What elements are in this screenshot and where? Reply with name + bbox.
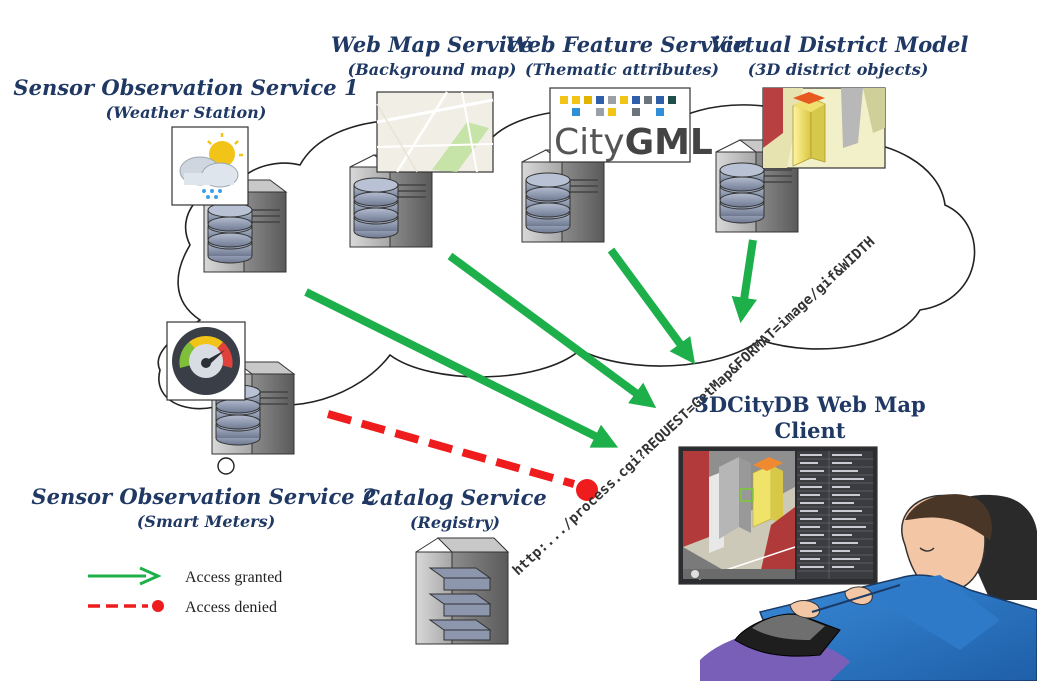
client-label: 3DCityDB Web Map Client bbox=[694, 392, 925, 443]
vdm-title: Virtual District Model bbox=[710, 32, 969, 57]
legend: Access granted Access denied bbox=[88, 566, 282, 616]
weather-icon bbox=[171, 126, 249, 206]
client-title-line2: Client bbox=[775, 418, 846, 443]
catalog-subtitle: (Registry) bbox=[410, 513, 500, 532]
citygml-logo-city: City bbox=[554, 122, 625, 163]
vdm-subtitle: (3D district objects) bbox=[748, 60, 929, 79]
legend-granted-label: Access granted bbox=[185, 569, 282, 586]
vdm-label: Virtual District Model (3D district obje… bbox=[710, 32, 969, 79]
citygml-logo-gml: GML bbox=[625, 122, 713, 163]
wfs-label: Web Feature Service (Thematic attributes… bbox=[506, 32, 747, 79]
user-illustration bbox=[700, 494, 1037, 681]
arrow-sos1-to-client bbox=[304, 288, 619, 448]
arrow-wfs-to-client bbox=[607, 247, 696, 365]
legend-denied-label: Access denied bbox=[185, 599, 277, 616]
sos1-title: Sensor Observation Service 1 bbox=[13, 75, 358, 100]
citygml-logo: CityGML bbox=[549, 87, 713, 163]
arrow-vdm-to-client bbox=[731, 239, 757, 324]
sos2-title: Sensor Observation Service 2 bbox=[31, 484, 376, 509]
web-map-client-screen bbox=[678, 446, 878, 585]
svg-text:CityGML: CityGML bbox=[554, 122, 713, 163]
wfs-title: Web Feature Service bbox=[506, 32, 747, 57]
wfs-subtitle: (Thematic attributes) bbox=[525, 60, 719, 79]
catalog-server bbox=[415, 537, 510, 645]
sos2-subtitle: (Smart Meters) bbox=[137, 512, 275, 531]
client-attribute-table bbox=[797, 451, 873, 579]
catalog-title: Catalog Service bbox=[363, 485, 547, 510]
map-thumbnail bbox=[376, 91, 494, 173]
wms-subtitle: (Background map) bbox=[348, 60, 517, 79]
gauge-icon bbox=[166, 321, 246, 401]
arrow-wms-to-client bbox=[447, 252, 657, 409]
wms-title: Web Map Service bbox=[331, 32, 533, 57]
client-title-line1: 3DCityDB Web Map bbox=[694, 392, 925, 417]
wfs-server bbox=[521, 149, 605, 243]
wms-label: Web Map Service (Background map) bbox=[331, 32, 533, 79]
sos2-label: Sensor Observation Service 2 (Smart Mete… bbox=[31, 484, 376, 531]
catalog-label: Catalog Service (Registry) bbox=[363, 485, 547, 532]
sos1-label: Sensor Observation Service 1 (Weather St… bbox=[13, 75, 358, 122]
sos1-subtitle: (Weather Station) bbox=[106, 103, 267, 122]
3d-buildings-thumbnail bbox=[762, 87, 886, 169]
legend-denied: Access denied bbox=[88, 599, 277, 616]
legend-granted: Access granted bbox=[88, 566, 282, 586]
access-granted-arrows bbox=[304, 239, 757, 448]
access-denied-arrow bbox=[326, 410, 598, 501]
